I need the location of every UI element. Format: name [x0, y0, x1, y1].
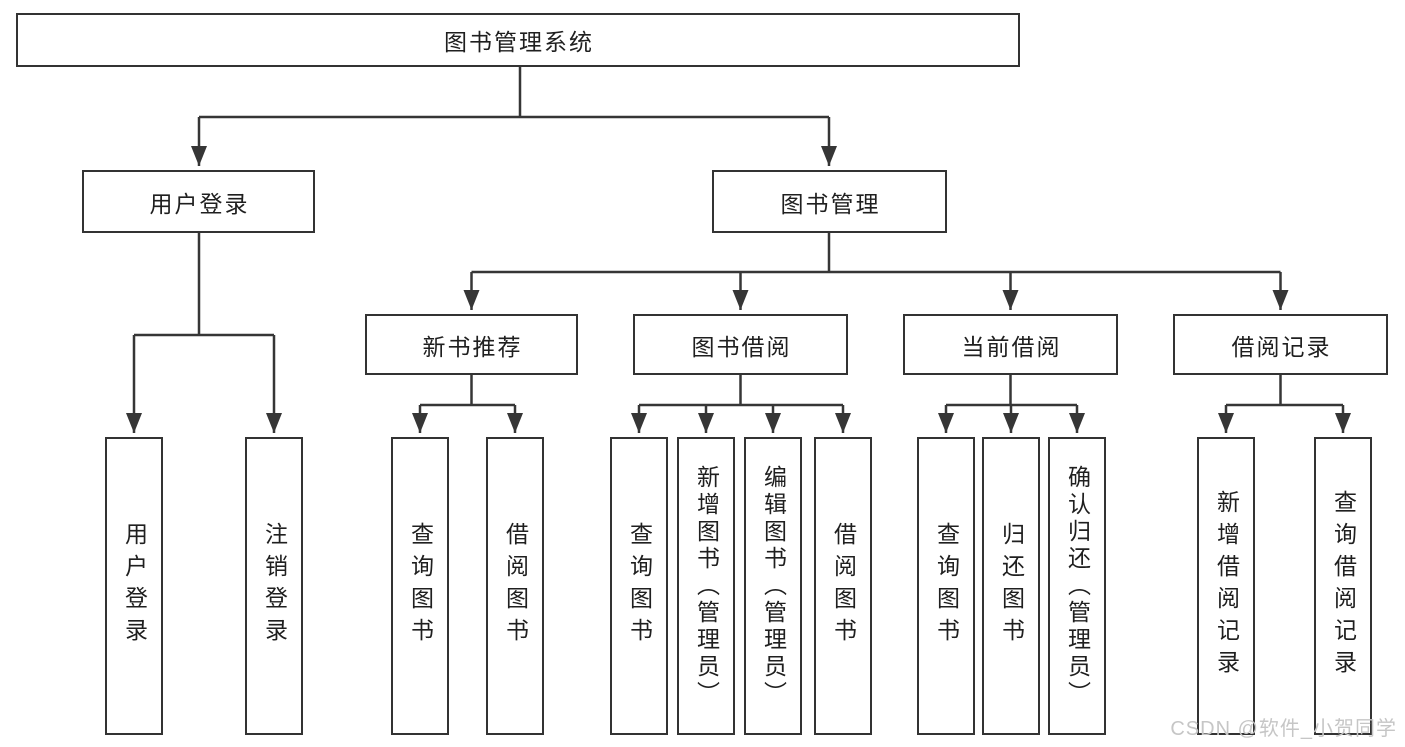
leaf-borrow-books-label: 借阅图书: [830, 522, 857, 650]
leaf-query-books-borrow-label: 查询图书: [626, 522, 653, 650]
leaf-return-books-label: 归还图书: [998, 522, 1025, 650]
leaf-return-books: 归还图书: [982, 437, 1040, 735]
leaf-query-books-borrow: 查询图书: [610, 437, 668, 735]
node-new-book-recommend-label: 新书推荐: [422, 333, 523, 360]
leaf-query-borrow-record-label: 查询借阅记录: [1330, 490, 1357, 682]
node-user-login: 用户登录: [82, 170, 315, 233]
leaf-query-books-current-label: 查询图书: [933, 522, 960, 650]
leaf-add-books-admin: 新增图书（管理员）: [677, 437, 735, 735]
leaf-logout: 注销登录: [245, 437, 303, 735]
csdn-watermark: CSDN @软件_小贺同学: [1170, 718, 1397, 740]
leaf-edit-books-admin: 编辑图书（管理员）: [744, 437, 802, 735]
leaf-logout-label: 注销登录: [261, 522, 288, 650]
node-library-system-label: 图书管理系统: [444, 29, 594, 55]
node-book-management-label: 图书管理: [780, 190, 881, 217]
node-book-borrowing-label: 图书借阅: [691, 333, 792, 360]
leaf-borrow-books-recommend: 借阅图书: [486, 437, 544, 735]
leaf-query-books-current: 查询图书: [917, 437, 975, 735]
leaf-add-borrow-record: 新增借阅记录: [1197, 437, 1255, 735]
node-borrowing-records-label: 借阅记录: [1231, 333, 1332, 360]
leaf-user-login-label: 用户登录: [121, 522, 148, 650]
leaf-user-login: 用户登录: [105, 437, 163, 735]
node-current-borrowing: 当前借阅: [903, 314, 1118, 375]
leaf-query-borrow-record: 查询借阅记录: [1314, 437, 1372, 735]
leaf-confirm-return-admin-label: 确认归还（管理员）: [1064, 464, 1091, 708]
node-new-book-recommend: 新书推荐: [365, 314, 578, 375]
leaf-add-books-admin-label: 新增图书（管理员）: [693, 464, 720, 708]
node-book-management: 图书管理: [712, 170, 947, 233]
node-borrowing-records: 借阅记录: [1173, 314, 1388, 375]
node-book-borrowing: 图书借阅: [633, 314, 848, 375]
leaf-borrow-books-recommend-label: 借阅图书: [502, 522, 529, 650]
node-library-system: 图书管理系统: [16, 13, 1020, 67]
leaf-confirm-return-admin: 确认归还（管理员）: [1048, 437, 1106, 735]
leaf-borrow-books: 借阅图书: [814, 437, 872, 735]
node-user-login-label: 用户登录: [149, 190, 250, 217]
leaf-query-books-recommend-label: 查询图书: [407, 522, 434, 650]
node-current-borrowing-label: 当前借阅: [961, 333, 1062, 360]
leaf-query-books-recommend: 查询图书: [391, 437, 449, 735]
leaf-add-borrow-record-label: 新增借阅记录: [1213, 490, 1240, 682]
leaf-edit-books-admin-label: 编辑图书（管理员）: [760, 464, 787, 708]
